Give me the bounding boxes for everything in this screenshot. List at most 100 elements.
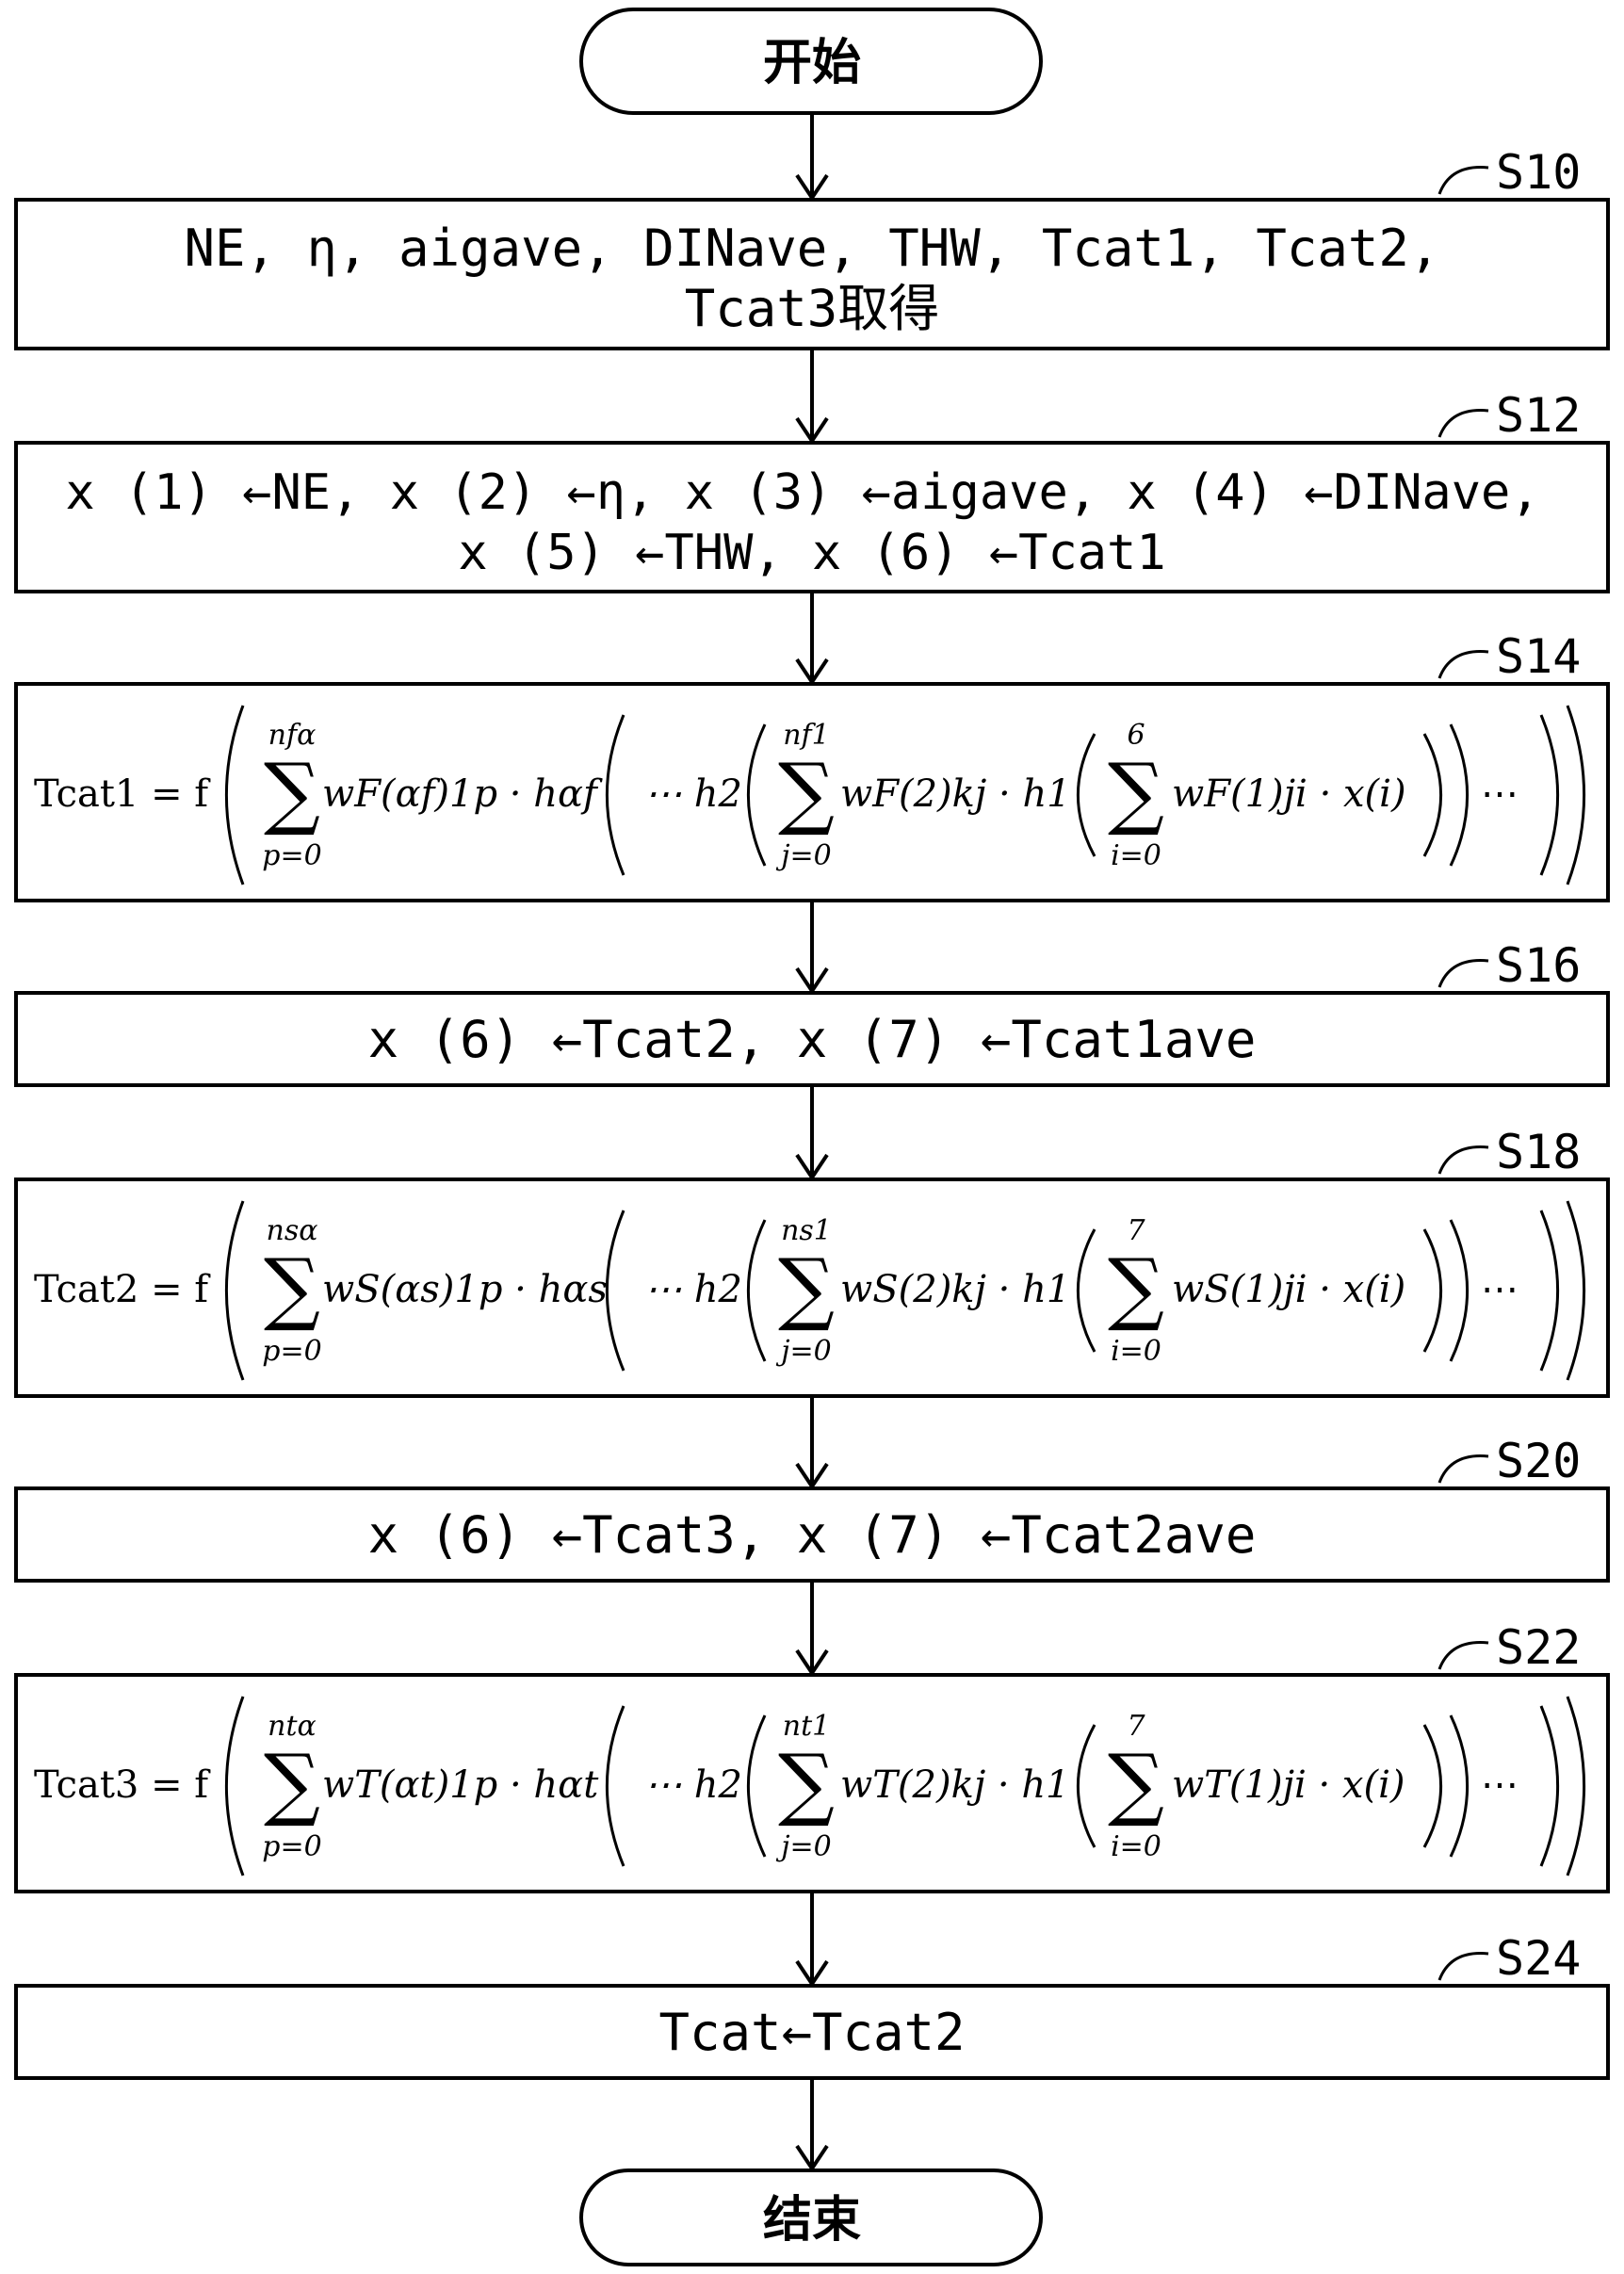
- formula-sum-j-upper: nt1: [783, 1710, 830, 1743]
- formula-paren-close-1: [1566, 1200, 1586, 1381]
- formula-sum-i-upper: 6: [1127, 719, 1145, 752]
- formula-dots-h2: ⋯ h2: [644, 772, 742, 816]
- start-terminator: 开始: [579, 8, 1043, 115]
- formula-lhs: Tcat1 = f: [34, 772, 211, 816]
- formula-dots-h2: ⋯ h2: [644, 1268, 742, 1311]
- formula-paren-open-3: [747, 1714, 767, 1858]
- formula-tail-dots: ⋯: [1481, 1268, 1518, 1311]
- step-s12-box: [14, 441, 1610, 593]
- formula-sum-j: ∑: [778, 746, 835, 838]
- step-s24-id: S24: [1496, 1931, 1581, 1986]
- formula-paren-open-1: [224, 1696, 245, 1876]
- step-s10-line-1: NE, η, aigave, DINave, THW, Tcat1, Tcat2…: [185, 219, 1440, 278]
- step-s10-leader: [1437, 166, 1489, 195]
- formula-paren-open-3: [747, 1219, 767, 1362]
- formula-sum-j: ∑: [778, 1242, 835, 1334]
- formula-sum-j-upper: ns1: [781, 1214, 832, 1247]
- step-s12-id: S12: [1496, 388, 1581, 443]
- formula-paren-close-1: [1566, 1696, 1586, 1876]
- formula-sum-j-lower: j=0: [775, 839, 832, 872]
- formula-paren-close-2: [1539, 1705, 1560, 1867]
- step-s18-id: S18: [1496, 1125, 1581, 1179]
- step-s10-box: [14, 198, 1610, 350]
- step-s20-leader: [1437, 1454, 1489, 1484]
- step-s22-leader: [1437, 1641, 1489, 1670]
- step-s16-line-1: x (6) ←Tcat2, x (7) ←Tcat1ave: [368, 1010, 1257, 1069]
- step-s24: Tcat←Tcat2 S24: [14, 1931, 1610, 2080]
- formula-sum-i-lower: i=0: [1111, 839, 1161, 872]
- step-s22-box: [14, 1673, 1610, 1893]
- formula-paren-close-4: [1422, 1228, 1443, 1353]
- step-s16-leader: [1437, 959, 1489, 988]
- formula-paren-close-3: [1449, 1219, 1469, 1362]
- formula-sum-i: ∑: [1108, 1737, 1164, 1829]
- formula-paren-close-3: [1449, 1714, 1469, 1858]
- formula-outer-term: wS(αs)1p · hαs: [322, 1268, 608, 1311]
- formula-paren-open-2: [605, 714, 625, 876]
- formula-sum-p-upper: nsα: [267, 1214, 318, 1247]
- step-s16-id: S16: [1496, 938, 1581, 993]
- formula-paren-open-2: [605, 1210, 625, 1372]
- step-s14-id: S14: [1496, 629, 1581, 684]
- step-s16: x (6) ←Tcat2, x (7) ←Tcat1ave S16: [14, 938, 1610, 1087]
- step-s12: x (1) ←NE, x (2) ←η, x (3) ←aigave, x (4…: [14, 388, 1610, 593]
- formula-paren-close-1: [1566, 705, 1586, 885]
- formula-paren-close-4: [1422, 733, 1443, 857]
- step-s14-leader: [1437, 650, 1489, 679]
- formula-sum-p-lower: p=0: [262, 1335, 321, 1368]
- end-label: 结束: [763, 2192, 861, 2249]
- step-s24-leader: [1437, 1952, 1489, 1981]
- step-s22-id: S22: [1496, 1620, 1581, 1675]
- formula-sum-j-upper: nf1: [783, 719, 830, 752]
- formula-sum-p: ∑: [264, 746, 320, 838]
- step-s24-line-1: Tcat←Tcat2: [658, 2003, 965, 2062]
- formula-sum-i-upper: 7: [1127, 1710, 1145, 1743]
- formula-sum-i: ∑: [1108, 746, 1164, 838]
- step-s20-line-1: x (6) ←Tcat3, x (7) ←Tcat2ave: [368, 1505, 1257, 1565]
- formula-sum-p: ∑: [264, 1737, 320, 1829]
- step-s24-box: [14, 1984, 1610, 2080]
- formula-sum-i-lower: i=0: [1111, 1830, 1161, 1863]
- formula-lhs: Tcat3 = f: [34, 1763, 211, 1807]
- step-s10: NE, η, aigave, DINave, THW, Tcat1, Tcat2…: [14, 145, 1610, 350]
- formula-sum-p-upper: nfα: [268, 719, 317, 752]
- formula-dots-h2: ⋯ h2: [644, 1763, 742, 1807]
- formula-tail-dots: ⋯: [1481, 772, 1518, 816]
- formula-outer-term: wT(αt)1p · hαt: [322, 1763, 599, 1807]
- formula-mid-term: wF(2)kj · h1: [840, 772, 1071, 816]
- step-s14-box: [14, 682, 1610, 902]
- formula-lhs: Tcat2 = f: [34, 1268, 211, 1311]
- formula-paren-open-4: [1076, 733, 1096, 857]
- formula-paren-open-2: [605, 1705, 625, 1867]
- formula-sum-p: ∑: [264, 1242, 320, 1334]
- formula-sum-p-lower: p=0: [262, 839, 321, 872]
- step-s18-box: [14, 1178, 1610, 1398]
- step-s18-leader: [1437, 1145, 1489, 1175]
- formula-paren-open-1: [224, 705, 245, 885]
- formula-sum-i-upper: 7: [1127, 1214, 1145, 1247]
- step-s10-line-2: Tcat3取得: [685, 279, 940, 338]
- formula-paren-close-2: [1539, 1210, 1560, 1372]
- formula-sum-i: ∑: [1108, 1242, 1164, 1334]
- formula-inner-term: wF(1)ji · x(i): [1172, 772, 1406, 816]
- formula-tail-dots: ⋯: [1481, 1763, 1518, 1807]
- formula-mid-term: wT(2)kj · h1: [840, 1763, 1070, 1807]
- formula-paren-open-4: [1076, 1724, 1096, 1848]
- step-s20-id: S20: [1496, 1434, 1581, 1488]
- step-s16-box: [14, 991, 1610, 1087]
- formula-inner-term: wT(1)ji · x(i): [1172, 1763, 1405, 1807]
- end-terminator-shape: [579, 2168, 1043, 2266]
- step-s10-id: S10: [1496, 145, 1581, 200]
- formula-paren-close-3: [1449, 723, 1469, 867]
- formula-sum-i-lower: i=0: [1111, 1335, 1161, 1368]
- formula-sum-p-upper: ntα: [268, 1710, 317, 1743]
- start-label: 开始: [763, 35, 861, 91]
- step-s20: x (6) ←Tcat3, x (7) ←Tcat2ave S20: [14, 1434, 1610, 1583]
